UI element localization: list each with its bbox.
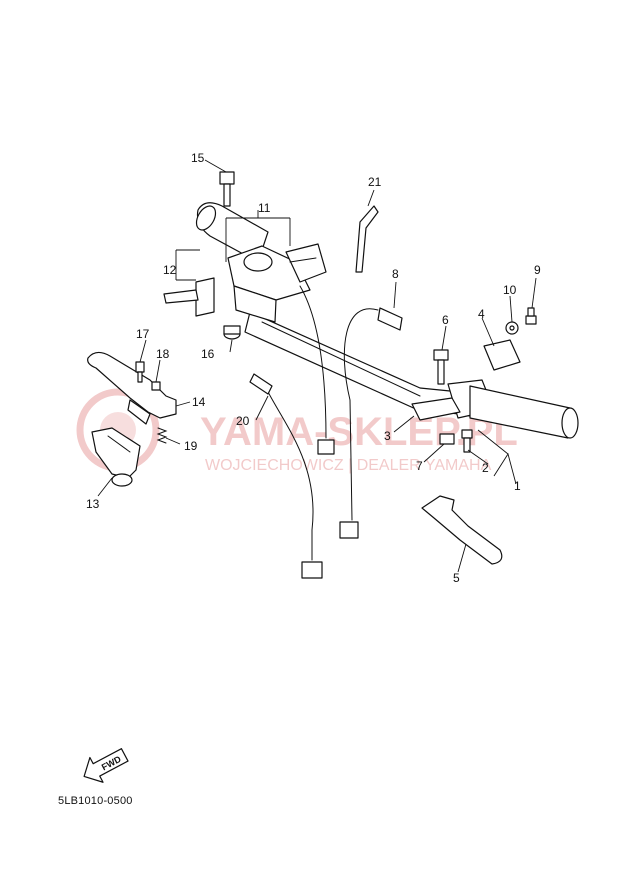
callout-16: 16 <box>201 347 215 361</box>
clamp-bracket <box>163 277 215 317</box>
callout-9: 9 <box>534 263 541 277</box>
bolt-6 <box>433 349 449 385</box>
callout-7: 7 <box>416 459 423 473</box>
bolt-9 <box>525 307 537 325</box>
bolt-15 <box>219 171 235 207</box>
switch-assembly <box>227 243 327 323</box>
throttle-assembly <box>447 339 579 439</box>
leader-lines <box>97 159 537 573</box>
callout-10: 10 <box>503 283 517 297</box>
left-grip <box>195 202 269 263</box>
bolt-2 <box>461 429 473 453</box>
callout-1: 1 <box>514 479 521 493</box>
callout-12: 12 <box>163 263 177 277</box>
small-parts-left <box>135 361 168 444</box>
bracket-3 <box>411 397 461 421</box>
callout-19: 19 <box>184 439 198 453</box>
callout-labels: 1 2 3 4 5 6 7 8 9 10 11 12 13 14 15 16 1… <box>86 151 541 585</box>
clutch-lever <box>87 351 177 425</box>
callout-21: 21 <box>368 175 382 189</box>
cable-20 <box>249 373 323 579</box>
callout-20: 20 <box>236 414 250 428</box>
callout-2: 2 <box>482 461 489 475</box>
nut-16 <box>223 325 241 340</box>
callout-14: 14 <box>192 395 206 409</box>
callout-13: 13 <box>86 497 100 511</box>
cable-tie-21 <box>355 205 379 273</box>
callout-15: 15 <box>191 151 205 165</box>
nut-7 <box>439 433 455 445</box>
callout-8: 8 <box>392 267 399 281</box>
callout-17: 17 <box>136 327 150 341</box>
callout-18: 18 <box>156 347 170 361</box>
callout-4: 4 <box>478 307 485 321</box>
watermark-subtitle: WOJCIECHOWICZ | DEALER YAMAHA <box>205 457 492 474</box>
switch-cable <box>299 285 335 455</box>
callout-11: 11 <box>258 201 271 215</box>
fwd-arrow-icon: FWD <box>83 748 129 783</box>
brake-lever <box>421 495 503 565</box>
callout-3: 3 <box>384 429 391 443</box>
callout-5: 5 <box>453 571 460 585</box>
diagram-code: 5LB1010-0500 <box>58 795 133 807</box>
callout-6: 6 <box>442 313 449 327</box>
lever-holder <box>91 427 141 487</box>
cable-8 <box>339 307 403 539</box>
washer-10 <box>505 321 519 335</box>
